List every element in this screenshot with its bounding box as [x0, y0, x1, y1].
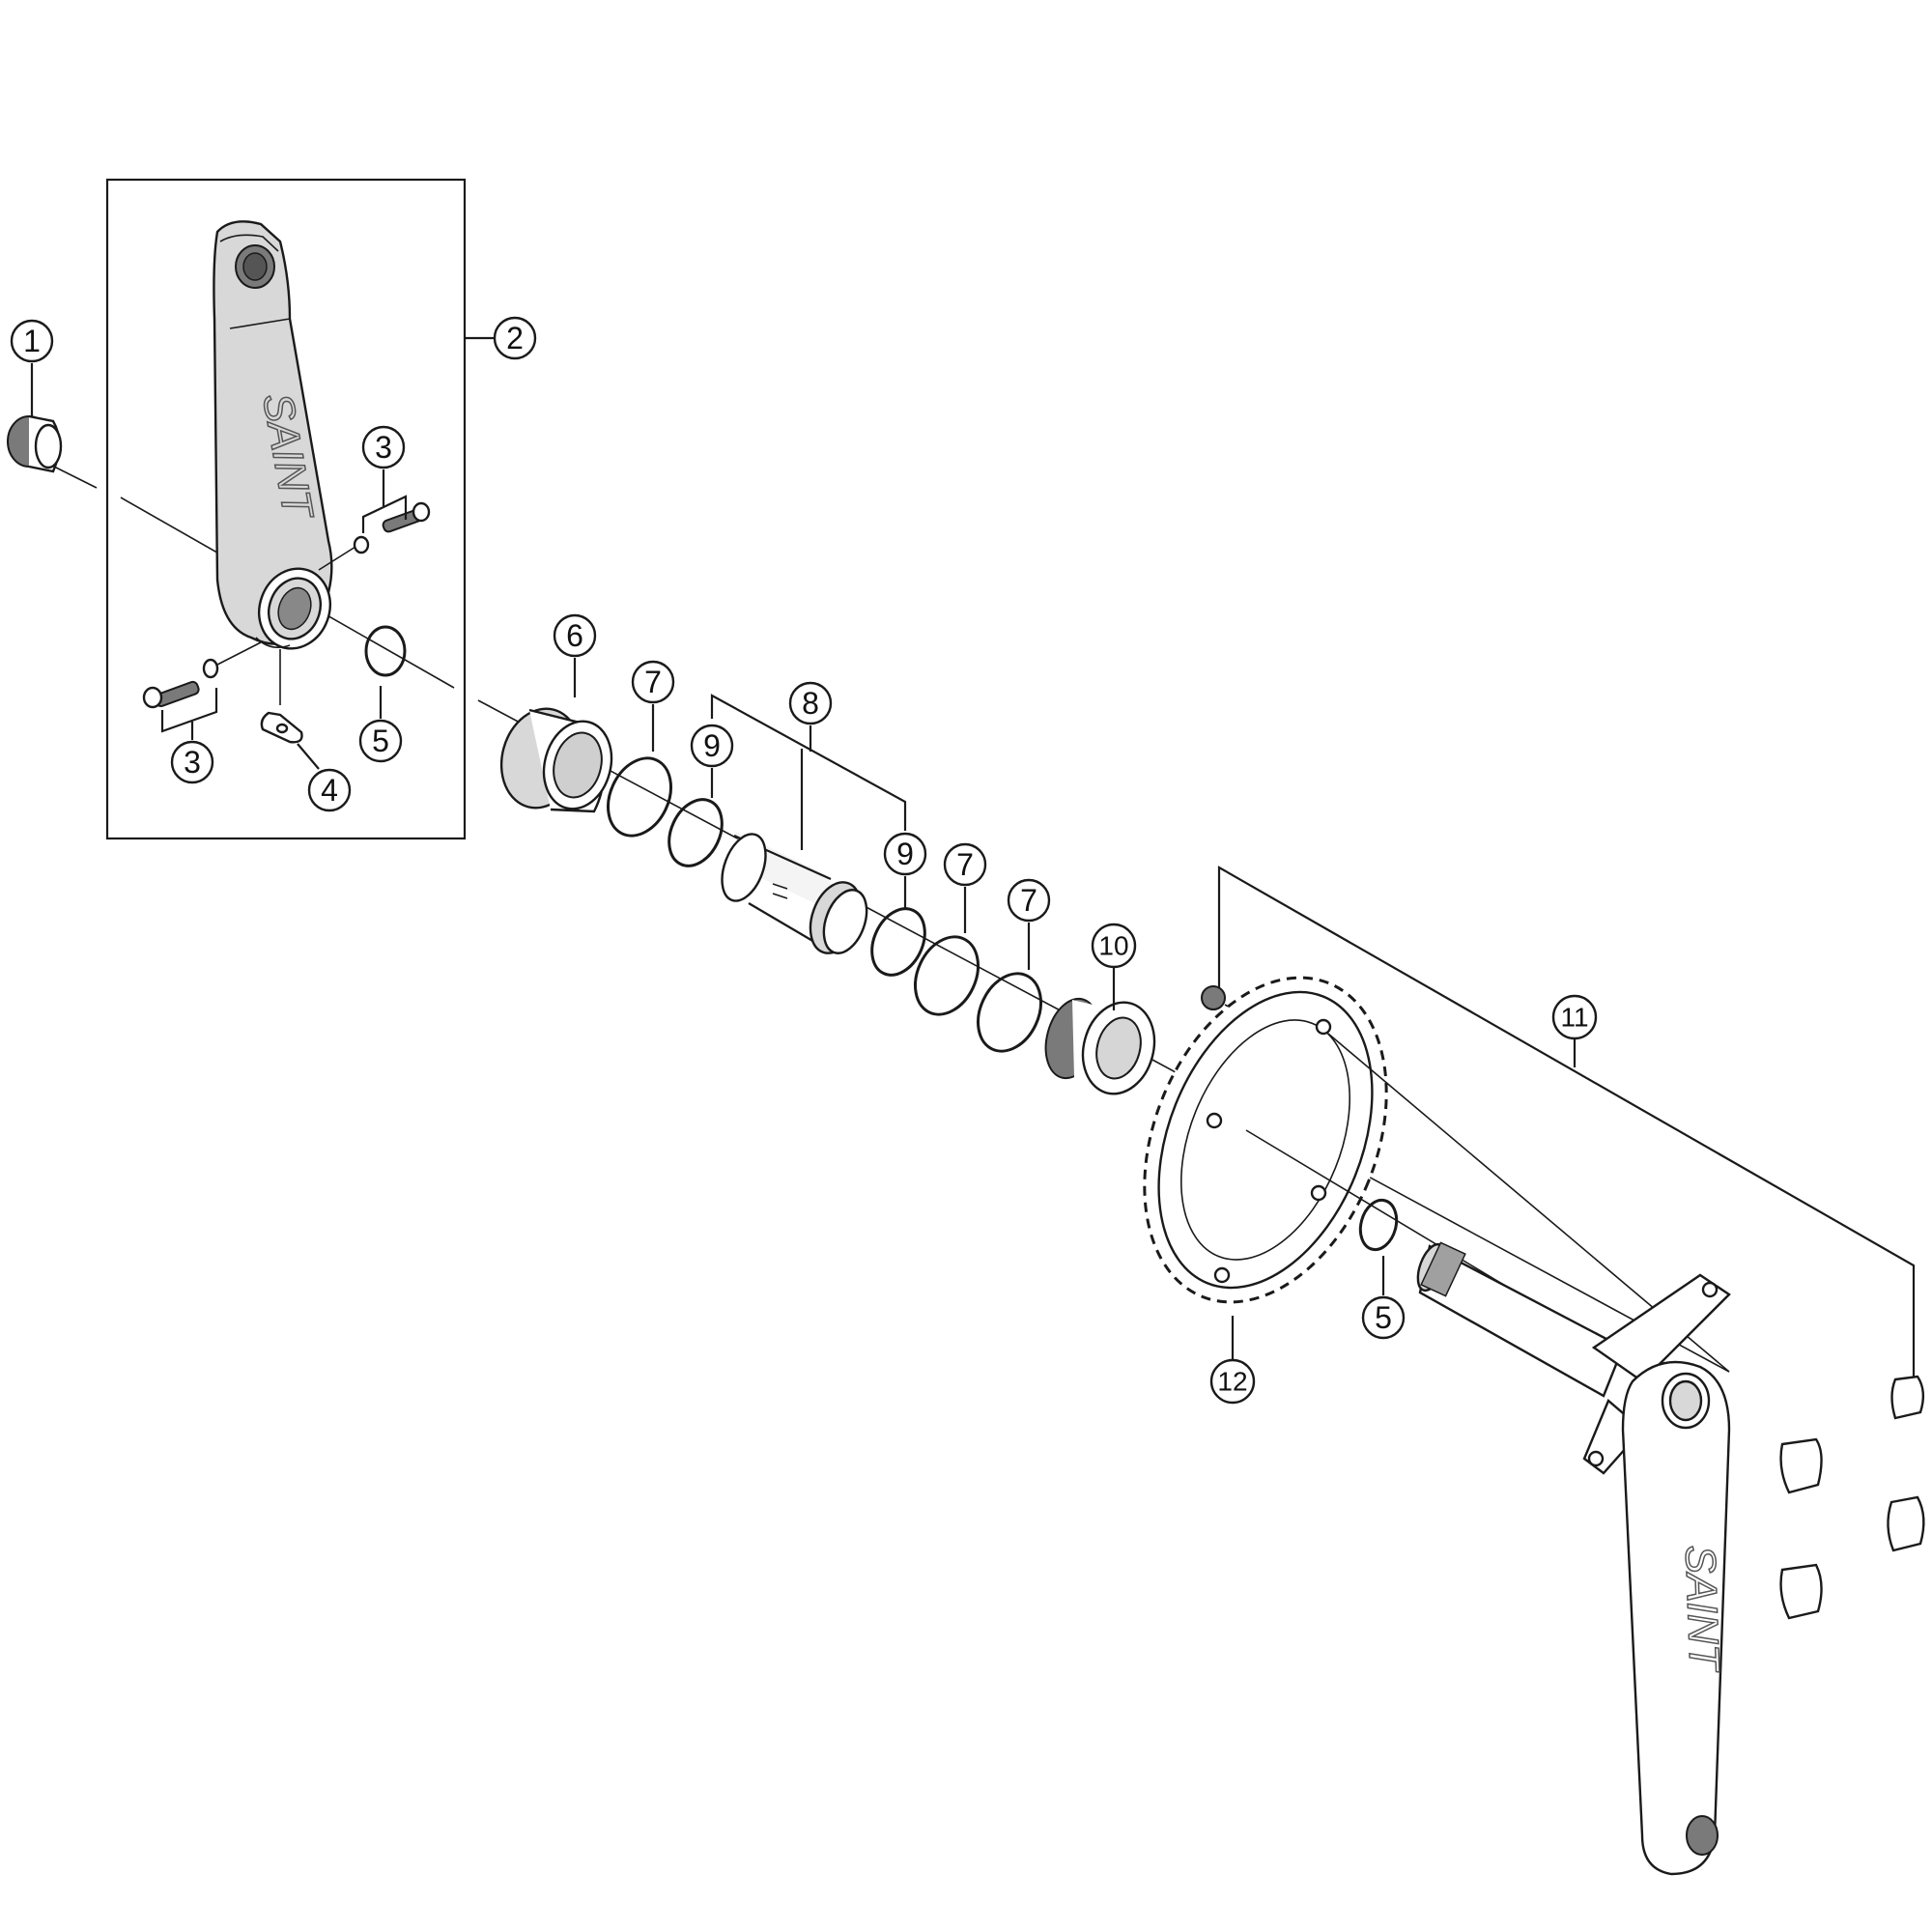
- svg-text:1: 1: [23, 324, 41, 358]
- chainring-icon: [1143, 976, 1388, 1359]
- callout-7-c: 7: [1007, 878, 1051, 923]
- svg-text:7: 7: [1020, 883, 1037, 918]
- svg-text:9: 9: [703, 728, 721, 763]
- svg-text:5: 5: [372, 724, 389, 758]
- bracket-8-9: [710, 694, 907, 831]
- left-crank-arm-icon: SAINT: [213, 220, 333, 650]
- svg-text:4: 4: [321, 773, 338, 808]
- inner-cover-o-ring-right-icon: [870, 907, 926, 977]
- bracket-11: [1217, 866, 1916, 1377]
- callout-10: 10: [1091, 923, 1137, 969]
- o-ring-right-icon: [1358, 1198, 1399, 1295]
- callout-7-a: 7: [631, 660, 675, 704]
- left-crank-unit-frame: [105, 178, 467, 840]
- callout-8: 8: [788, 681, 833, 725]
- callout-4: 4: [307, 768, 352, 812]
- crank-cap-set-icon: [1779, 1375, 1925, 1620]
- right-adapter-icon: [1044, 968, 1156, 1095]
- svg-text:3: 3: [184, 745, 201, 780]
- callout-9-right: 9: [883, 832, 927, 876]
- svg-text:7: 7: [956, 847, 974, 882]
- callout-6: 6: [553, 613, 597, 658]
- safety-plate-icon: [260, 649, 320, 770]
- svg-text:2: 2: [506, 321, 524, 355]
- fixing-bolt-cap-icon: [7, 363, 63, 473]
- bb-spacer-3-icon: [977, 972, 1042, 1053]
- svg-text:6: 6: [566, 618, 583, 653]
- o-ring-left-icon: [364, 625, 407, 719]
- callout-7-b: 7: [943, 842, 987, 887]
- left-adapter-icon: [499, 658, 613, 813]
- callout-11: 11: [1551, 994, 1598, 1040]
- callout-2: 2: [493, 316, 537, 360]
- callout-5-left: 5: [358, 719, 403, 763]
- callout-3-upper: 3: [361, 425, 406, 469]
- callout-1: 1: [10, 319, 54, 363]
- svg-text:11: 11: [1560, 1003, 1588, 1033]
- right-crank-arm-icon: SAINT: [1416, 1241, 1731, 1876]
- svg-text:12: 12: [1217, 1367, 1247, 1397]
- svg-text:SAINT: SAINT: [1676, 1545, 1728, 1674]
- inner-cover-o-ring-left-icon: [668, 798, 724, 867]
- svg-text:9: 9: [896, 837, 914, 871]
- svg-text:10: 10: [1098, 931, 1128, 961]
- callout-12: 12: [1209, 1358, 1256, 1405]
- callout-5-right: 5: [1361, 1295, 1406, 1340]
- svg-text:7: 7: [644, 665, 662, 699]
- svg-text:5: 5: [1375, 1300, 1392, 1335]
- svg-text:8: 8: [802, 686, 819, 721]
- callout-3-lower: 3: [170, 740, 214, 784]
- upper-bolt-icon: [318, 469, 431, 571]
- lower-bolt-icon: [142, 641, 262, 740]
- callout-9-left: 9: [690, 724, 734, 768]
- bb-spacer-2-icon: [914, 935, 980, 1016]
- bb-spacer-1-icon: [607, 756, 672, 838]
- inner-cover-icon: [721, 831, 868, 954]
- svg-text:3: 3: [375, 430, 392, 465]
